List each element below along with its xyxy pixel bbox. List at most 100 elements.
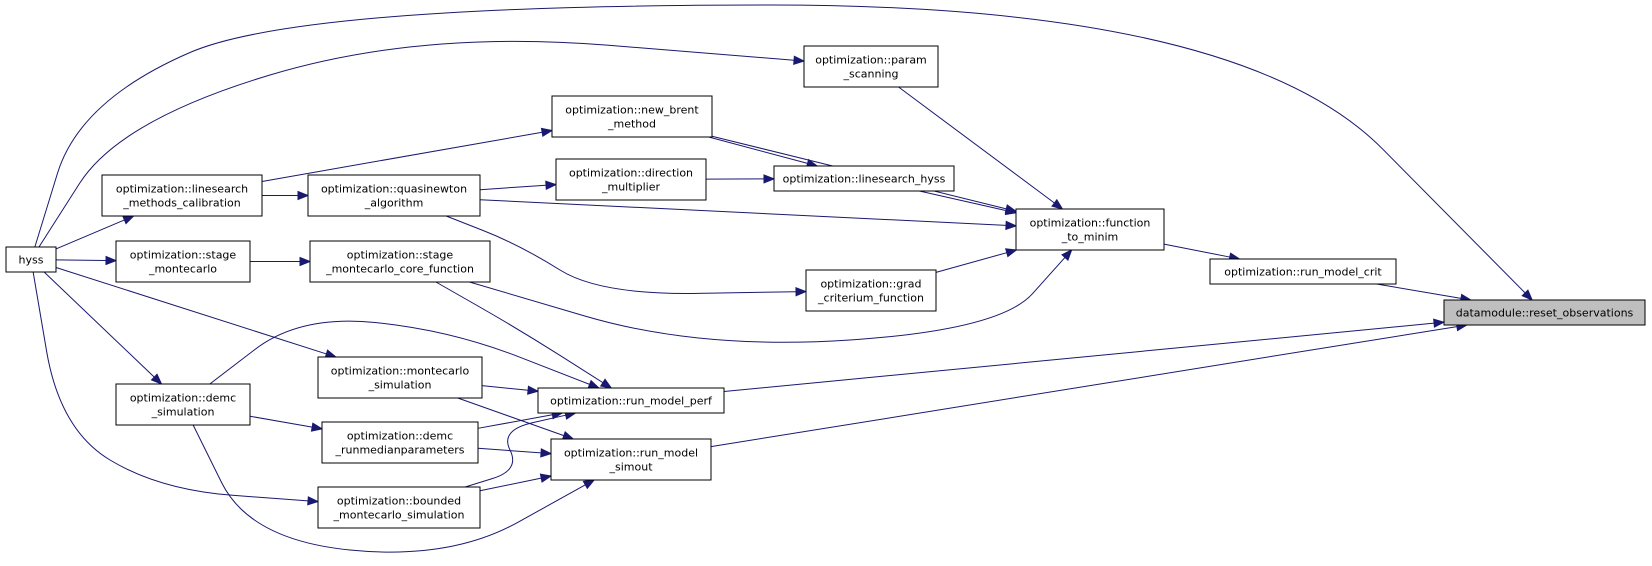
edge-line xyxy=(898,86,1055,204)
edge-line xyxy=(464,414,566,488)
arrowhead-icon xyxy=(795,287,808,297)
arrowhead-icon xyxy=(539,473,553,483)
node-label: optimization::run_model_perf xyxy=(550,395,713,408)
edge-line xyxy=(469,257,1066,343)
arrowhead-icon xyxy=(1004,205,1018,216)
node-label: _method xyxy=(607,118,656,131)
edge-quasinewton-to-grad_criterium xyxy=(445,215,808,297)
edge-hyss-to-stage_mc xyxy=(55,255,118,266)
nodes-layer: datamodule::reset_observationsoptimizati… xyxy=(5,45,1646,529)
edge-hyss-to-bounded_mc xyxy=(32,271,320,506)
node-run-model-crit[interactable]: optimization::run_model_crit xyxy=(1209,258,1397,285)
node-label: optimization::new_brent xyxy=(565,104,699,117)
edge-line xyxy=(435,281,604,384)
node-stage-mc[interactable]: optimization::stage_montecarlo xyxy=(115,240,251,283)
node-box xyxy=(550,438,712,481)
node-box xyxy=(309,240,491,283)
edge-demc_simulation-to-demc_runmedian xyxy=(249,415,324,432)
edge-grad_criterium-to-function_to_minim xyxy=(935,248,1018,273)
node-label: _runmedianparameters xyxy=(334,444,464,457)
node-label: _multiplier xyxy=(601,181,660,194)
node-box xyxy=(317,486,481,529)
node-run-model-perf[interactable]: optimization::run_model_perf xyxy=(537,387,725,414)
arrowhead-icon xyxy=(1061,248,1073,261)
edge-stage_mc_core-to-function_to_minim xyxy=(469,248,1073,343)
edges-layer xyxy=(32,4,1534,553)
edge-bounded_mc-to-run_model_simout xyxy=(479,473,553,492)
arrowhead-icon xyxy=(561,431,575,440)
node-run-model-simout[interactable]: optimization::run_model_simout xyxy=(550,438,712,481)
edge-line xyxy=(919,190,1007,212)
node-label: optimization::demc xyxy=(347,430,453,443)
edge-line xyxy=(34,4,1526,294)
edge-line xyxy=(32,271,309,502)
edge-line xyxy=(55,267,327,355)
edge-hyss-to-mc_simulation xyxy=(55,267,338,359)
edge-line xyxy=(935,252,1007,273)
arrowhead-icon xyxy=(307,496,320,506)
node-label: _to_minim xyxy=(1061,231,1119,244)
node-function-to-minim[interactable]: optimization::function_to_minim xyxy=(1015,208,1165,251)
edge-line xyxy=(723,322,1435,393)
edge-direction_multiplier-to-linesearch_hyss xyxy=(705,174,776,184)
edge-line xyxy=(1163,243,1230,258)
node-label: optimization::run_model_crit xyxy=(1224,266,1382,279)
node-mc-simulation[interactable]: optimization::montecarlo_simulation xyxy=(317,356,483,399)
arrowhead-icon xyxy=(582,479,596,490)
edge-line xyxy=(477,414,553,429)
edge-line xyxy=(477,447,542,454)
node-label: _montecarlo_core_function xyxy=(325,263,474,276)
arrowhead-icon xyxy=(299,256,312,267)
arrowhead-icon xyxy=(540,448,553,458)
node-direction-multiplier[interactable]: optimization::direction_multiplier xyxy=(555,158,707,201)
node-label: optimization::function xyxy=(1030,217,1151,230)
edge-line xyxy=(1376,283,1462,299)
node-label: optimization::param xyxy=(815,54,927,67)
arrowhead-icon xyxy=(105,255,118,266)
node-label: _algorithm xyxy=(364,197,424,210)
edge-new_brent-to-linesearch_hyss xyxy=(708,136,819,168)
arrowhead-icon xyxy=(1521,289,1534,301)
node-stage-mc-core[interactable]: optimization::stage_montecarlo_core_func… xyxy=(309,240,491,283)
node-box xyxy=(555,158,707,201)
arrowhead-icon xyxy=(599,378,613,389)
edge-hyss-to-demc_simulation xyxy=(43,271,163,385)
arrowhead-icon xyxy=(1005,220,1018,231)
edge-line xyxy=(481,385,529,391)
edge-quasinewton-to-direction_multiplier xyxy=(479,180,558,191)
node-quasinewton[interactable]: optimization::quasinewton_algorithm xyxy=(307,174,481,217)
node-linesearch-hyss[interactable]: optimization::linesearch_hyss xyxy=(773,165,955,192)
edge-hyss-to-reset_obs xyxy=(34,4,1534,301)
edge-line xyxy=(249,415,313,428)
node-label: _scanning xyxy=(843,68,899,81)
node-label: _methods_calibration xyxy=(122,197,240,210)
edge-line xyxy=(55,259,107,261)
node-demc-runmedian[interactable]: optimization::demc_runmedianparameters xyxy=(321,421,479,464)
node-param-scanning[interactable]: optimization::param_scanning xyxy=(803,45,939,88)
arrowhead-icon xyxy=(310,422,324,432)
node-grad-criterium[interactable]: optimization::grad_criterium_function xyxy=(805,269,937,312)
arrowhead-icon xyxy=(150,373,163,385)
node-label: optimization::montecarlo xyxy=(331,365,470,378)
node-label: optimization::grad xyxy=(820,278,921,291)
node-hyss[interactable]: hyss xyxy=(5,246,57,273)
edge-demc_simulation-to-run_model_simout xyxy=(192,424,596,553)
edge-function_to_minim-to-run_model_crit xyxy=(1163,243,1241,262)
node-new-brent[interactable]: optimization::new_brent_method xyxy=(551,95,713,138)
node-label: optimization::demc xyxy=(130,392,236,405)
edge-line xyxy=(479,477,542,492)
edge-line xyxy=(710,326,1458,448)
node-box xyxy=(101,174,263,217)
node-box xyxy=(115,240,251,283)
edge-hyss-to-param_scanning xyxy=(38,40,806,248)
node-label: optimization::linesearch xyxy=(116,183,248,196)
edge-stage_mc_core-to-run_model_perf xyxy=(435,281,613,389)
edge-mc_simulation-to-run_model_perf xyxy=(481,385,540,395)
node-bounded-mc[interactable]: optimization::bounded_montecarlo_simulat… xyxy=(317,486,481,529)
node-demc-simulation[interactable]: optimization::demc_simulation xyxy=(115,383,251,426)
arrowhead-icon xyxy=(122,215,135,225)
node-reset-obs[interactable]: datamodule::reset_observations xyxy=(1443,299,1646,326)
node-label: optimization::run_model xyxy=(564,447,698,460)
node-linesearch-methods[interactable]: optimization::linesearch_methods_calibra… xyxy=(101,174,263,217)
arrowhead-icon xyxy=(540,127,554,138)
